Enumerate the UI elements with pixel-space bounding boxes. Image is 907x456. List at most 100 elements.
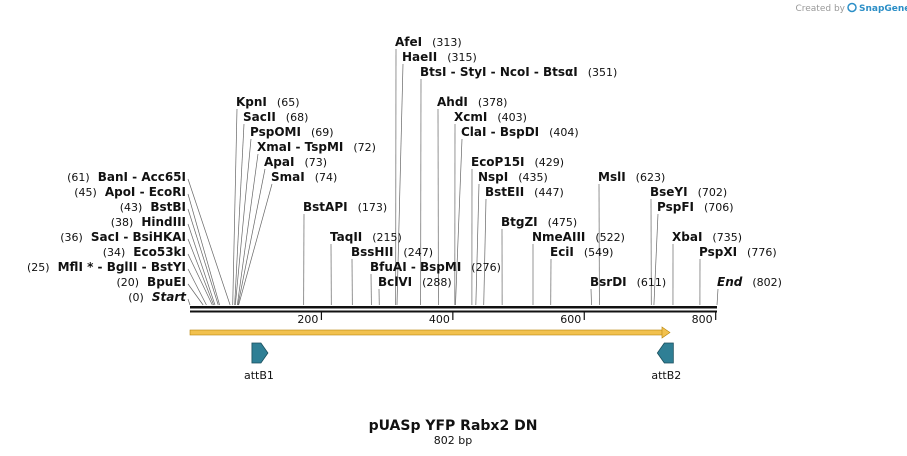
site-position: (549) bbox=[584, 246, 614, 259]
site-label[interactable]: BsrDI(611) bbox=[590, 275, 666, 289]
site-enzyme: Eco53kI bbox=[133, 245, 186, 259]
site-enzyme: XbaI bbox=[672, 230, 702, 244]
site-label[interactable]: (45) ApoI - EcoRI bbox=[74, 185, 186, 199]
site-label[interactable]: AfeI(313) bbox=[395, 35, 462, 49]
site-enzyme: BseYI bbox=[650, 185, 688, 199]
site-label[interactable]: XcmI(403) bbox=[454, 110, 527, 124]
site-label[interactable]: NspI(435) bbox=[478, 170, 548, 184]
site-label[interactable]: PspFI(706) bbox=[657, 200, 734, 214]
site-enzyme: BstBI bbox=[150, 200, 186, 214]
site-label[interactable]: (25)MflI * - BglII - BstYI bbox=[27, 260, 186, 274]
site-position: (702) bbox=[698, 186, 728, 199]
site-position: (522) bbox=[595, 231, 625, 244]
site-enzyme: Start bbox=[152, 290, 187, 304]
site-label[interactable]: TaqII(215) bbox=[330, 230, 402, 244]
site-leader bbox=[716, 288, 719, 306]
site-label[interactable]: (34)Eco53kI bbox=[103, 245, 186, 259]
site-label[interactable]: XmaI - TspMI(72) bbox=[257, 140, 376, 154]
site-enzyme: ApoI - EcoRI bbox=[105, 185, 186, 199]
site-label[interactable]: MslI(623) bbox=[598, 170, 665, 184]
site-position: (73) bbox=[304, 156, 327, 169]
site-label[interactable]: XbaI(735) bbox=[672, 230, 742, 244]
site-label[interactable]: HaeII(315) bbox=[402, 50, 477, 64]
site-label[interactable]: AhdI(378) bbox=[437, 95, 507, 109]
site-label[interactable]: BstEII(447) bbox=[485, 185, 564, 199]
site-enzyme: BpuEI bbox=[147, 275, 186, 289]
feature-arrow[interactable] bbox=[251, 342, 269, 364]
site-label[interactable]: SacII(68) bbox=[243, 110, 308, 124]
site-label[interactable]: (61)BanI - Acc65I bbox=[67, 170, 186, 184]
site-position: (69) bbox=[311, 126, 334, 139]
site-label[interactable]: PspOMI(69) bbox=[250, 125, 334, 139]
site-position: (435) bbox=[518, 171, 548, 184]
map-length: 802 bp bbox=[434, 434, 472, 447]
site-enzyme: KpnI bbox=[236, 95, 267, 109]
site-enzyme: BtgZI bbox=[501, 215, 538, 229]
site-label[interactable]: BtgZI (475) bbox=[501, 215, 577, 229]
site-label[interactable]: ClaI - BspDI(404) bbox=[461, 125, 579, 139]
feature-label: attB2 bbox=[651, 369, 681, 382]
site-label[interactable]: BseYI (702) bbox=[650, 185, 727, 199]
site-label[interactable]: (0) Start bbox=[128, 290, 187, 304]
site-position: (45) bbox=[74, 186, 97, 199]
site-label[interactable]: End (802) bbox=[717, 275, 782, 289]
site-label[interactable]: ApaI(73) bbox=[264, 155, 327, 169]
orf-arrow[interactable] bbox=[189, 326, 671, 339]
site-leader bbox=[234, 138, 252, 306]
site-label[interactable]: (36) SacI - BsiHKAI bbox=[60, 230, 186, 244]
site-label[interactable]: BssHII(247) bbox=[351, 245, 433, 259]
site-position: (288) bbox=[422, 276, 452, 289]
site-position: (475) bbox=[548, 216, 578, 229]
feature-label: attB1 bbox=[244, 369, 274, 382]
site-leader bbox=[187, 208, 219, 306]
site-leader bbox=[187, 178, 231, 306]
site-label[interactable]: BfuAI - BspMI(276) bbox=[370, 260, 501, 274]
site-leader bbox=[187, 223, 216, 306]
site-enzyme: PspXI bbox=[699, 245, 737, 259]
site-label[interactable]: (20)BpuEI bbox=[116, 275, 186, 289]
site-enzyme: End bbox=[717, 275, 743, 289]
site-position: (38) bbox=[111, 216, 134, 229]
site-position: (623) bbox=[636, 171, 666, 184]
site-label[interactable]: BclVI(288) bbox=[378, 275, 452, 289]
site-label[interactable]: EciI (549) bbox=[550, 245, 613, 259]
site-enzyme: SacI - BsiHKAI bbox=[91, 230, 186, 244]
sequence-backbone bbox=[190, 306, 717, 313]
site-enzyme: EciI bbox=[550, 245, 574, 259]
site-label[interactable]: KpnI(65) bbox=[236, 95, 300, 109]
site-label[interactable]: (43)BstBI bbox=[120, 200, 186, 214]
site-label[interactable]: BstAPI(173) bbox=[303, 200, 387, 214]
site-label[interactable]: EcoP15I(429) bbox=[471, 155, 564, 169]
site-enzyme: BfuAI - BspMI bbox=[370, 260, 461, 274]
map-title: pUASp YFP Rabx2 DN bbox=[369, 418, 538, 434]
site-enzyme: HaeII bbox=[402, 50, 437, 64]
site-enzyme: NmeAIII bbox=[532, 230, 585, 244]
site-position: (313) bbox=[432, 36, 462, 49]
axis-tick-label: 200 bbox=[297, 313, 318, 326]
site-position: (378) bbox=[478, 96, 508, 109]
orf-arrowhead bbox=[661, 326, 671, 339]
feature-arrow[interactable] bbox=[656, 342, 674, 364]
site-leader bbox=[187, 268, 207, 306]
site-leader bbox=[187, 283, 204, 306]
site-position: (61) bbox=[67, 171, 90, 184]
site-leader bbox=[187, 193, 220, 306]
site-label[interactable]: SmaI(74) bbox=[271, 170, 337, 184]
site-leader bbox=[653, 213, 659, 306]
orf-body bbox=[189, 329, 665, 336]
site-position: (447) bbox=[534, 186, 564, 199]
site-label[interactable]: (38)HindIII bbox=[111, 215, 186, 229]
site-position: (429) bbox=[535, 156, 565, 169]
site-leader bbox=[475, 183, 480, 306]
site-enzyme: BstAPI bbox=[303, 200, 348, 214]
site-position: (36) bbox=[60, 231, 83, 244]
site-position: (68) bbox=[286, 111, 309, 124]
site-label[interactable]: BtsI - StyI - NcoI - BtsαI(351) bbox=[420, 65, 617, 79]
site-position: (25) bbox=[27, 261, 50, 274]
site-position: (0) bbox=[128, 291, 144, 304]
site-position: (351) bbox=[588, 66, 618, 79]
site-label[interactable]: NmeAIII (522) bbox=[532, 230, 625, 244]
site-label[interactable]: PspXI(776) bbox=[699, 245, 777, 259]
site-position: (802) bbox=[752, 276, 782, 289]
